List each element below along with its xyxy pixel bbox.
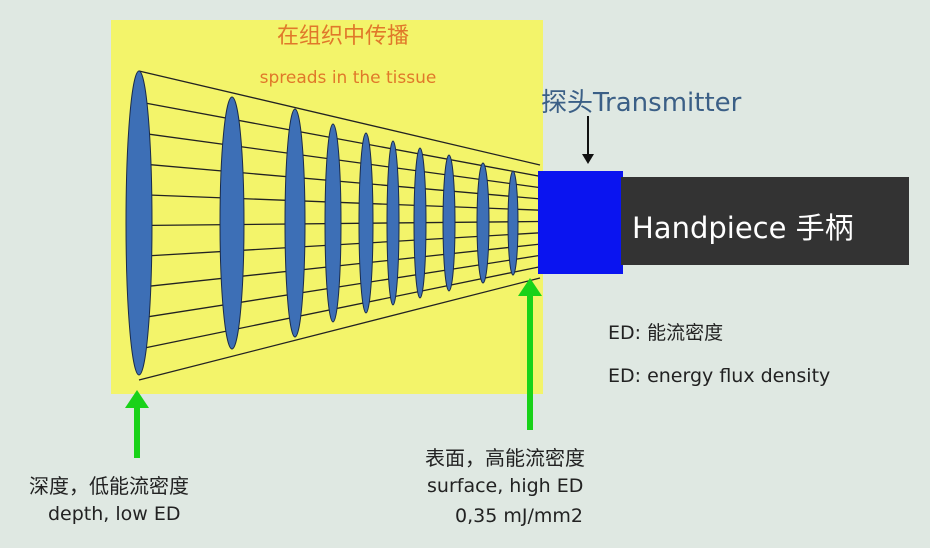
caption-spread-cn: 在组织中传播 <box>276 24 409 49</box>
caption-spread-en: spreads in the tissue <box>259 68 437 88</box>
sound-ray <box>138 277 541 381</box>
transmitter-label: 探头Transmitter <box>541 88 742 118</box>
wavefronts <box>125 70 519 376</box>
depth-label-en: depth, low ED <box>48 503 181 525</box>
wavefront-ellipse <box>284 108 306 338</box>
handpiece-label: Handpiece 手柄 <box>632 211 854 245</box>
transmitter-pointer-arrow <box>582 116 594 164</box>
ed-definition-cn: ED: 能流密度 <box>608 322 724 344</box>
wavefront-ellipse <box>219 96 245 350</box>
sound-ray <box>138 70 541 166</box>
surface-label-en: surface, high ED <box>427 475 584 497</box>
wavefront-ellipse <box>125 70 153 376</box>
depth-label-cn: 深度，低能流密度 <box>29 474 189 498</box>
wavefront-ellipse <box>507 170 519 276</box>
sound-ray <box>138 266 541 350</box>
handpiece-bar <box>621 177 909 265</box>
transmitter-block <box>538 171 623 274</box>
ed-definition-en: ED: energy flux density <box>608 365 831 387</box>
wavefront-ellipse <box>476 162 490 284</box>
wavefront-ellipse <box>324 123 342 323</box>
wavefront-ellipse <box>386 140 400 306</box>
surface-label-cn: 表面，高能流密度 <box>425 446 585 470</box>
surface-arrow <box>518 278 542 430</box>
sound-ray <box>138 101 541 177</box>
wavefront-ellipse <box>413 147 427 299</box>
surface-energy-value: 0,35 mJ/mm2 <box>455 505 583 527</box>
wavefront-ellipse <box>442 154 456 292</box>
depth-arrow <box>125 390 149 458</box>
wavefront-ellipse <box>358 132 374 314</box>
